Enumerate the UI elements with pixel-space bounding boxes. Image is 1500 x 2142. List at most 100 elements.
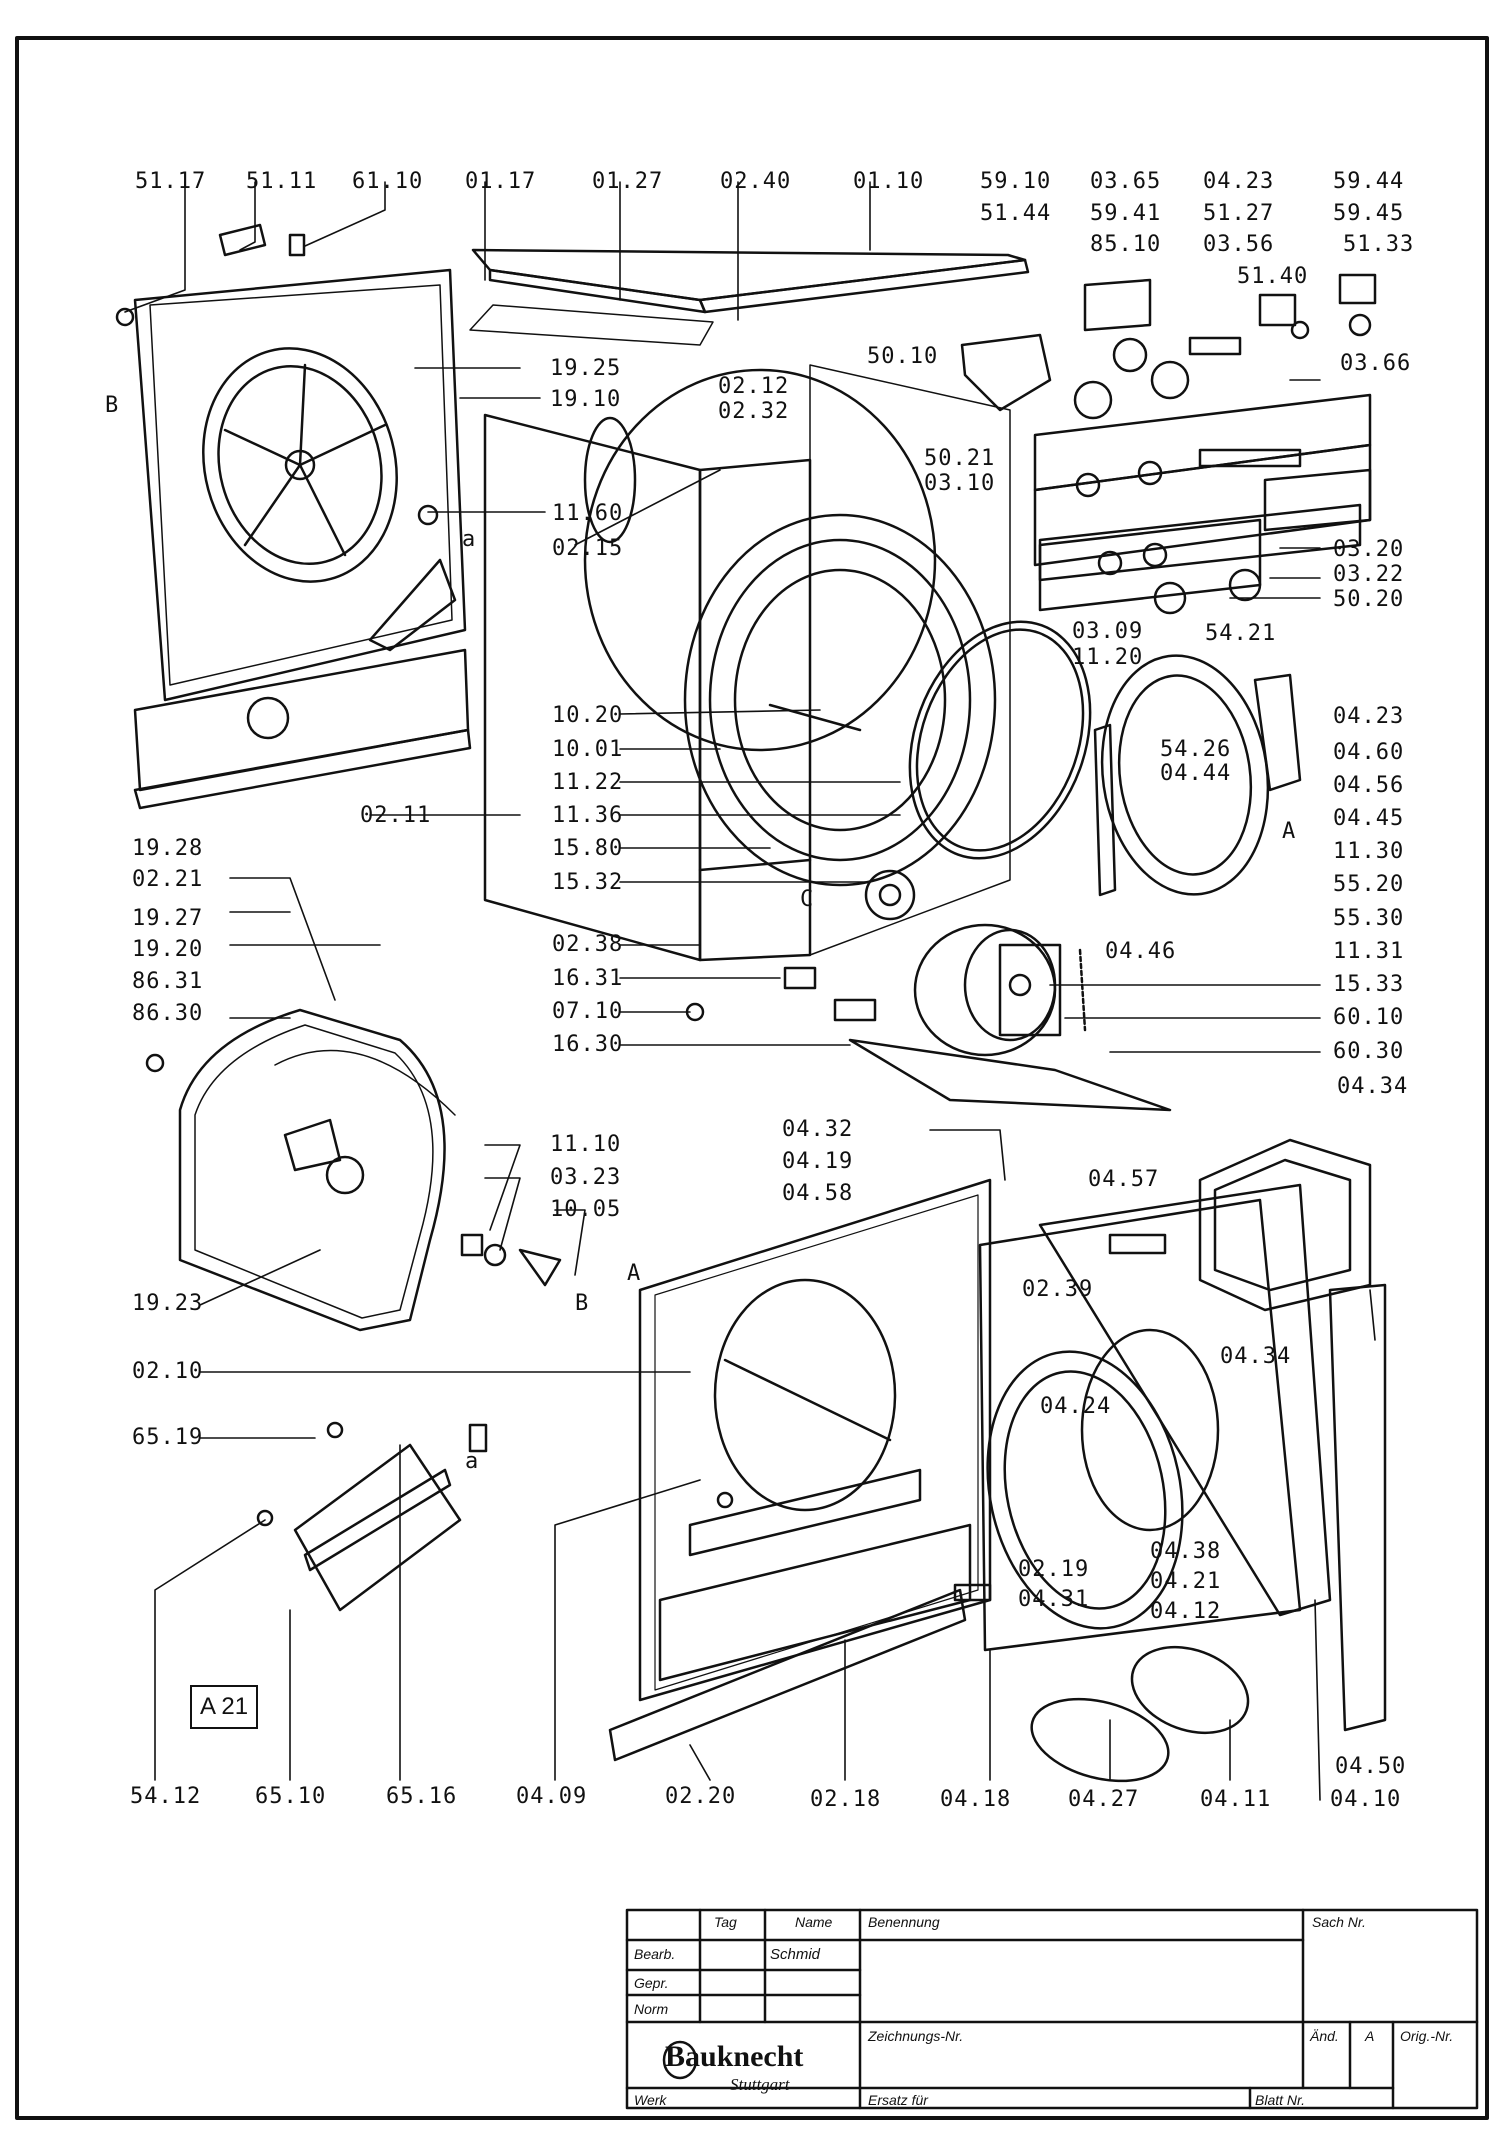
callout-label: 01.17	[465, 169, 537, 194]
callout-label: 02.18	[810, 1787, 882, 1812]
callout-label: 04.56	[1333, 773, 1405, 798]
callout-label: 50.10	[867, 344, 939, 369]
callout-label: 02.39	[1022, 1277, 1094, 1302]
callout-label: 04.19	[782, 1149, 854, 1174]
callout-label: 60.10	[1333, 1005, 1405, 1030]
callout-label: 10.01	[552, 737, 624, 762]
callout-label: 15.32	[552, 870, 624, 895]
callout-label: 19.20	[132, 937, 204, 962]
callout-label: 04.45	[1333, 806, 1405, 831]
callout-label: 04.11	[1200, 1787, 1272, 1812]
callout-label: 86.31	[132, 969, 204, 994]
callout-label: 02.19	[1018, 1557, 1090, 1582]
tb-bearb: Bearb.	[634, 1946, 676, 1962]
callout-label: 04.58	[782, 1181, 854, 1206]
callout-label: 04.60	[1333, 740, 1405, 765]
rear-panel-part	[115, 268, 472, 810]
callout-label: 04.23	[1333, 704, 1405, 729]
callout-label: 03.20	[1333, 537, 1405, 562]
callout-label: 51.17	[135, 169, 207, 194]
callout-label: 60.30	[1333, 1039, 1405, 1064]
sheet-section-box: A 21	[190, 1685, 259, 1729]
callout-label: 04.27	[1068, 1787, 1140, 1812]
callout-label: 02.12	[718, 374, 790, 399]
callout-label: 04.38	[1150, 1539, 1222, 1564]
callout-label: 11.31	[1333, 939, 1405, 964]
callout-label: 16.30	[552, 1032, 624, 1057]
small-top-components	[218, 223, 1377, 420]
tb-gepr: Gepr.	[634, 1975, 669, 1991]
callout-label: 02.11	[360, 803, 432, 828]
callout-label: 51.40	[1237, 264, 1309, 289]
callout-label: 10.05	[550, 1197, 622, 1222]
callout-label: 04.24	[1040, 1394, 1112, 1419]
callout-label: 19.28	[132, 836, 204, 861]
callout-label: 10.20	[552, 703, 624, 728]
callout-label: A	[1282, 819, 1297, 844]
top-cover-part	[469, 248, 1030, 346]
drum-housing-part	[483, 364, 1011, 962]
callout-label: 11.36	[552, 803, 624, 828]
callout-label: 04.50	[1335, 1754, 1407, 1779]
callout-label: 51.11	[246, 169, 318, 194]
callout-label: 03.66	[1340, 351, 1412, 376]
tb-name-header: Name	[795, 1914, 833, 1930]
callout-label: 11.20	[1072, 645, 1144, 670]
callout-label: 04.44	[1160, 761, 1232, 786]
callout-label: 61.10	[352, 169, 424, 194]
callout-label: 03.65	[1090, 169, 1162, 194]
callout-label: 19.25	[550, 356, 622, 381]
callout-label: 01.27	[592, 169, 664, 194]
callout-label: 07.10	[552, 999, 624, 1024]
callout-label: 65.19	[132, 1425, 204, 1450]
callout-label: a	[465, 1449, 480, 1474]
callout-label: 19.10	[550, 387, 622, 412]
tb-bearb-name: Schmid	[770, 1946, 821, 1963]
callout-label: 04.10	[1330, 1787, 1402, 1812]
callout-label: 04.31	[1018, 1587, 1090, 1612]
callout-label: 55.30	[1333, 906, 1405, 931]
callout-label: 11.30	[1333, 839, 1405, 864]
callout-label: 54.21	[1205, 621, 1277, 646]
callout-label: 15.80	[552, 836, 624, 861]
callout-label: 51.33	[1343, 232, 1415, 257]
callout-label: a	[462, 527, 477, 552]
door-assembly-part	[953, 1138, 1387, 1783]
tb-norm: Norm	[634, 2001, 669, 2017]
callout-label: 02.40	[720, 169, 792, 194]
callout-label: 19.23	[132, 1291, 204, 1316]
callout-label: 02.20	[665, 1784, 737, 1809]
callout-label: 59.44	[1333, 169, 1405, 194]
callout-label: 16.31	[552, 966, 624, 991]
callout-label: 65.16	[386, 1784, 458, 1809]
callout-label: 03.22	[1333, 562, 1405, 587]
callout-label: 86.30	[132, 1001, 204, 1026]
callout-label: 03.10	[924, 471, 996, 496]
callout-label: 11.22	[552, 770, 624, 795]
sheet-border	[15, 36, 1489, 2120]
callout-label: 04.57	[1088, 1167, 1160, 1192]
callout-label: 59.41	[1090, 201, 1162, 226]
callout-label: 03.09	[1072, 619, 1144, 644]
callout-label: 85.10	[1090, 232, 1162, 257]
callout-label: 04.21	[1150, 1569, 1222, 1594]
tb-benennung: Benennung	[868, 1914, 940, 1930]
control-panel-part	[1033, 393, 1372, 615]
callout-label: C	[800, 887, 815, 912]
callout-label: 50.20	[1333, 587, 1405, 612]
callout-label: 51.27	[1203, 201, 1275, 226]
callout-label: 04.34	[1337, 1074, 1409, 1099]
title-block-frame	[625, 1908, 1479, 2110]
callout-label: 50.21	[924, 446, 996, 471]
callout-label: 02.38	[552, 932, 624, 957]
callout-label: 04.34	[1220, 1344, 1292, 1369]
callout-label: 04.18	[940, 1787, 1012, 1812]
brand-city: Stuttgart	[730, 2075, 790, 2094]
callout-label: 04.09	[516, 1784, 588, 1809]
callout-label: 59.10	[980, 169, 1052, 194]
callout-label: 54.12	[130, 1784, 202, 1809]
callout-label: 02.21	[132, 867, 204, 892]
callout-label: 59.45	[1333, 201, 1405, 226]
tb-orig-nr: Orig.-Nr.	[1400, 2028, 1454, 2044]
callout-label: B	[575, 1291, 590, 1316]
